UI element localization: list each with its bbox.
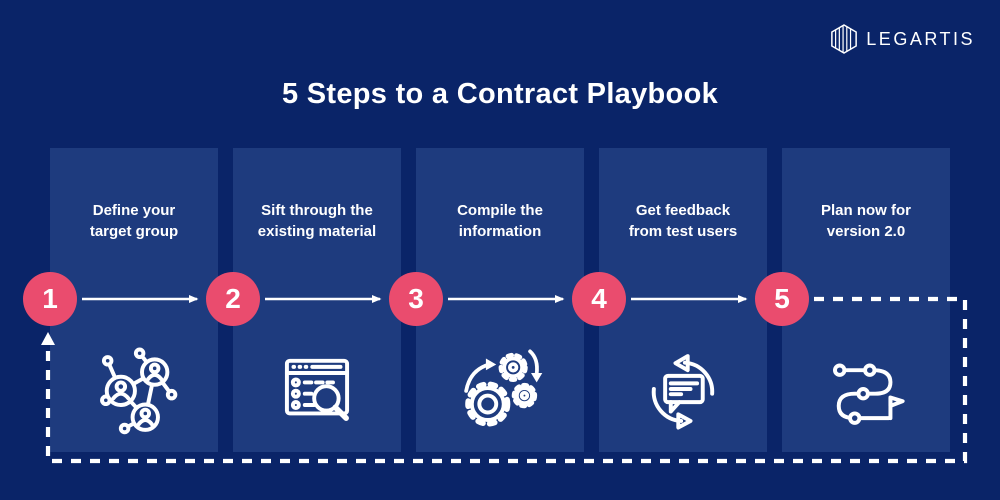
roadmap-flag-icon <box>833 363 905 425</box>
network-people-icon <box>100 347 178 435</box>
step-1-label-line-2: target group <box>89 223 179 240</box>
step-3-label-line-2: information <box>458 223 542 240</box>
step-number-3: 3 <box>389 272 443 326</box>
step-1-label: Define your target group <box>50 200 218 242</box>
step-3-number: 3 <box>408 283 424 314</box>
brand-name: LEGARTIS <box>866 28 975 49</box>
step-4-label-line-1: Get feedback <box>635 202 731 219</box>
step-5-label: Plan now for version 2.0 <box>782 200 950 242</box>
step-2-label-line-2: existing material <box>257 223 377 240</box>
step-4-number: 4 <box>591 283 607 314</box>
step-4-label: Get feedback from test users <box>599 200 767 242</box>
step-3-label-line-1: Compile the <box>457 202 543 219</box>
step-1-number: 1 <box>42 283 58 314</box>
feedback-chat-cycle-icon <box>651 354 715 430</box>
step-number-4: 4 <box>572 272 626 326</box>
hexagon-layers-icon <box>831 24 858 54</box>
step-number-5: 5 <box>755 272 809 326</box>
gears-process-icon <box>464 349 543 427</box>
step-3-label: Compile the information <box>416 200 584 242</box>
step-2-number: 2 <box>225 283 241 314</box>
step-4-label-line-2: from test users <box>628 223 738 240</box>
step-5-number: 5 <box>774 283 790 314</box>
step-2-label-line-1: Sift through the <box>261 202 373 219</box>
brand-logo: LEGARTIS <box>830 24 975 54</box>
step-number-2: 2 <box>206 272 260 326</box>
step-2-label: Sift through the existing material <box>233 200 401 242</box>
page-title: 5 Steps to a Contract Playbook <box>281 78 719 110</box>
step-5-label-line-1: Plan now for <box>821 202 911 219</box>
browser-search-icon <box>284 358 350 421</box>
step-1-label-line-1: Define your <box>92 202 176 219</box>
step-5-label-line-2: version 2.0 <box>826 223 906 240</box>
step-number-1: 1 <box>23 272 77 326</box>
